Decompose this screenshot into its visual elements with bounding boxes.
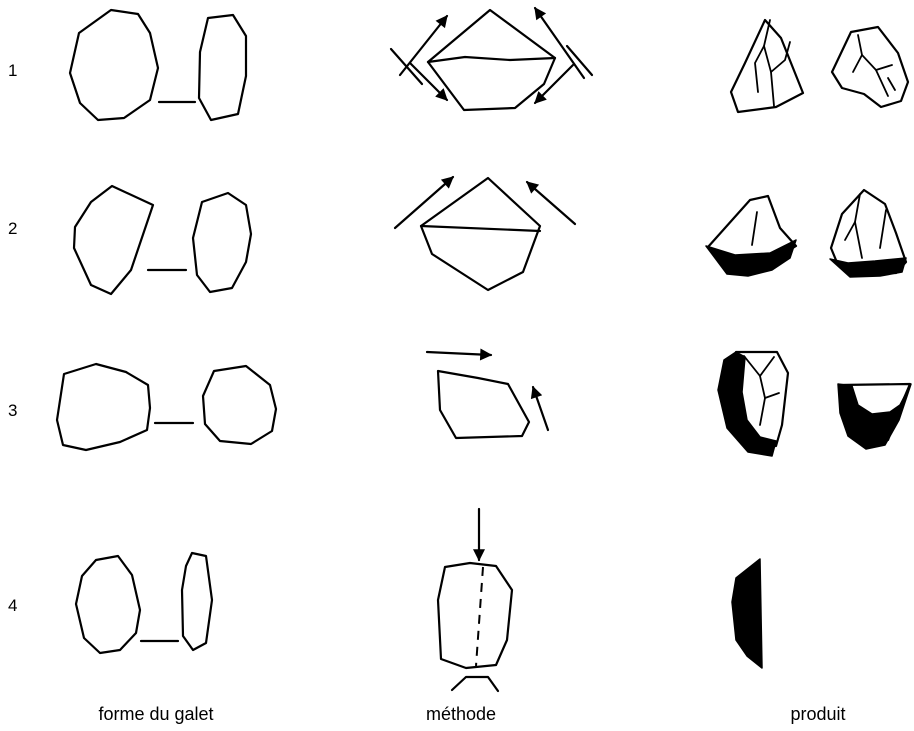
flake-2-ridge-2 <box>876 65 892 70</box>
flake-2-ridge <box>855 194 862 258</box>
flake-1-ridge-3 <box>771 42 790 72</box>
row-2-product <box>706 190 906 277</box>
row-1-pebble-shape <box>70 10 246 120</box>
arrow-lower-right <box>535 65 573 103</box>
row-2-method <box>395 177 575 290</box>
pebble-side-view <box>203 366 276 444</box>
row-3-pebble-shape <box>57 364 276 450</box>
row-3-method <box>427 352 548 438</box>
core-midline <box>428 57 555 62</box>
row-1-product <box>731 20 908 112</box>
flake-2 <box>832 27 908 107</box>
core-outline <box>438 371 529 438</box>
flake-2-ridge-4 <box>888 78 895 90</box>
pebble-front-view <box>74 186 153 294</box>
row-2-pebble-shape <box>74 186 251 294</box>
row-4-method <box>438 509 512 691</box>
arrow-right <box>533 387 548 430</box>
flake-1-ridge-3 <box>765 393 779 398</box>
pebble-front-view <box>57 364 150 450</box>
row-4-product <box>732 559 762 668</box>
blade-flake <box>732 559 762 668</box>
core-outline <box>421 178 540 290</box>
flake-1-ridge <box>752 212 757 245</box>
flake-1-ridge <box>744 356 765 425</box>
flake-2-ridge-2 <box>880 210 886 248</box>
core-dashed-line <box>476 567 483 666</box>
flake-1-cortex <box>706 240 796 276</box>
arrow-upper-left <box>395 177 453 228</box>
flake-1-ridge-2 <box>760 357 774 376</box>
pebble-side-view <box>182 553 212 650</box>
arrow-top <box>427 352 491 355</box>
pebble-front-view <box>76 556 140 653</box>
flake-2-ridge-3 <box>845 222 855 240</box>
core-midline <box>421 226 540 231</box>
core-base-profile <box>452 677 498 691</box>
core-outline <box>438 563 512 668</box>
flake-1-ridge <box>764 20 774 106</box>
pebble-side-view <box>193 193 251 292</box>
pebble-front-view <box>70 10 158 120</box>
flake-2-ridge <box>858 35 888 96</box>
arrow-upper-right <box>527 182 575 224</box>
flake-2-cortex <box>838 384 911 449</box>
flake-2-cortex <box>830 258 906 277</box>
pebble-side-view <box>199 15 246 120</box>
row-4-pebble-shape <box>76 553 212 653</box>
flake-2-ridge-3 <box>853 55 862 72</box>
row-1-method <box>391 8 592 110</box>
row-3-product <box>718 352 911 456</box>
arrow-upper-right <box>535 8 584 78</box>
flake-1-ridge-2 <box>755 46 764 92</box>
